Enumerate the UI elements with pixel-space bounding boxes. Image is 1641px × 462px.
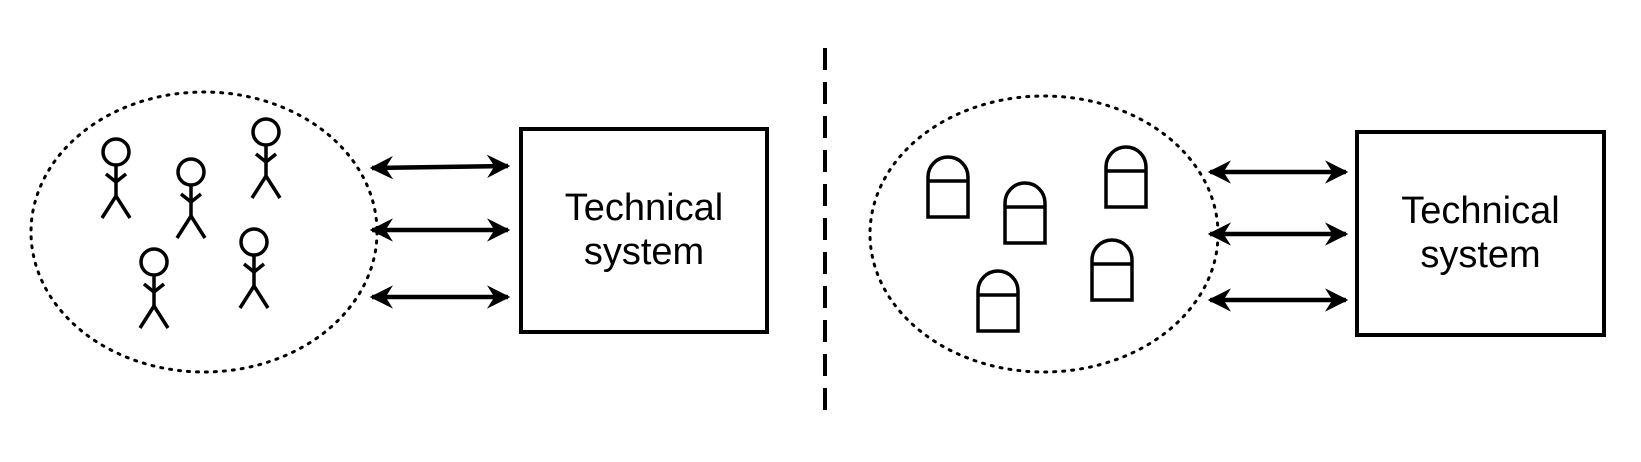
rounded-box-icon: [1104, 145, 1148, 209]
stick-figure-icon: [238, 227, 270, 309]
rounded-box-icon: [1003, 181, 1047, 245]
system-label-line2: system: [1420, 234, 1541, 276]
right-panel: [868, 94, 1606, 374]
stick-figure-icon: [100, 137, 132, 219]
stick-figure-icon: [175, 157, 207, 239]
double-arrow-icon: [369, 154, 511, 180]
technical-system-label-left: Technical system: [521, 186, 767, 274]
left-panel: [29, 90, 769, 374]
stick-figure-icon: [138, 247, 170, 329]
system-label-line1: Technical: [1401, 190, 1560, 232]
rounded-box-icon: [1090, 238, 1134, 302]
stick-figure-icon: [250, 117, 282, 199]
technical-system-box: [519, 127, 769, 334]
technical-system-label-right: Technical system: [1357, 189, 1604, 277]
rounded-box-icon: [976, 269, 1020, 333]
system-label-line2: system: [583, 231, 705, 273]
system-label-line1: Technical: [564, 187, 724, 229]
rounded-box-icon: [926, 155, 970, 219]
human-group-ellipse: [29, 90, 379, 374]
technical-system-box: [1355, 130, 1606, 337]
